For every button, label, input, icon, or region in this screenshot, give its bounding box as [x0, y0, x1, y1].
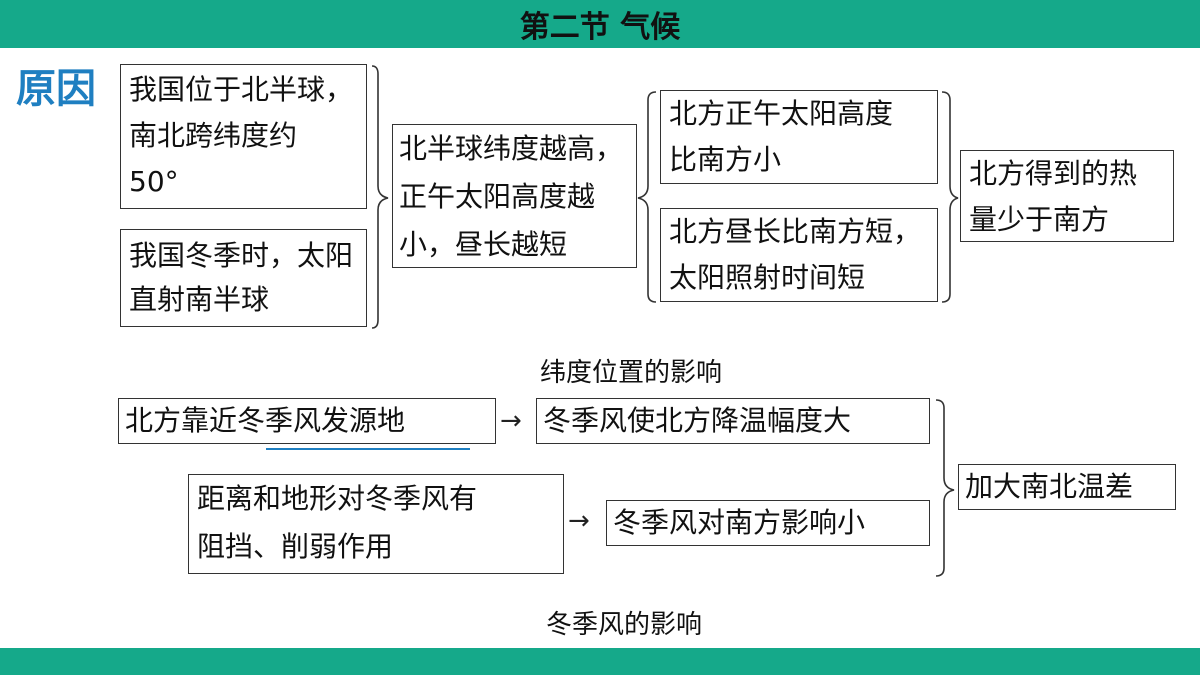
latitude-caption: 纬度位置的影响	[540, 358, 723, 388]
winter-caption: 冬季风的影响	[546, 610, 703, 640]
latitude-box-2: 我国冬季时，太阳 直射南半球	[120, 229, 367, 327]
winter-right-box-1: 冬季风使北方降温幅度大	[536, 398, 930, 444]
winter-left-box-2: 距离和地形对冬季风有 阻挡、削弱作用	[188, 474, 564, 574]
page-title: 第二节 气候	[519, 10, 681, 45]
winter-result-box: 加大南北温差	[958, 464, 1176, 510]
brace-right	[371, 65, 389, 329]
latitude-right-box-1: 北方正午太阳高度 比南方小	[660, 90, 938, 184]
winter-left-box-1: 北方靠近冬季风发源地	[118, 398, 496, 444]
brace-right	[935, 399, 955, 577]
winter-right-box-2: 冬季风对南方影响小	[606, 500, 930, 546]
latitude-box-1: 我国位于北半球， 南北跨纬度约 50°	[120, 64, 367, 209]
latitude-result-box: 北方得到的热 量少于南方	[960, 150, 1174, 242]
arrow-icon: →	[568, 506, 590, 536]
brace-left	[637, 91, 657, 303]
brace-right	[941, 91, 959, 303]
footer-bar	[0, 648, 1200, 675]
winter-underline	[266, 448, 470, 450]
latitude-right-box-2: 北方昼长比南方短， 太阳照射时间短	[660, 208, 938, 302]
section-label: 原因	[16, 65, 96, 112]
header-bar: 第二节 气候	[0, 0, 1200, 48]
arrow-icon: →	[500, 406, 522, 436]
latitude-middle-box: 北半球纬度越高， 正午太阳高度越 小，昼长越短	[392, 124, 637, 268]
